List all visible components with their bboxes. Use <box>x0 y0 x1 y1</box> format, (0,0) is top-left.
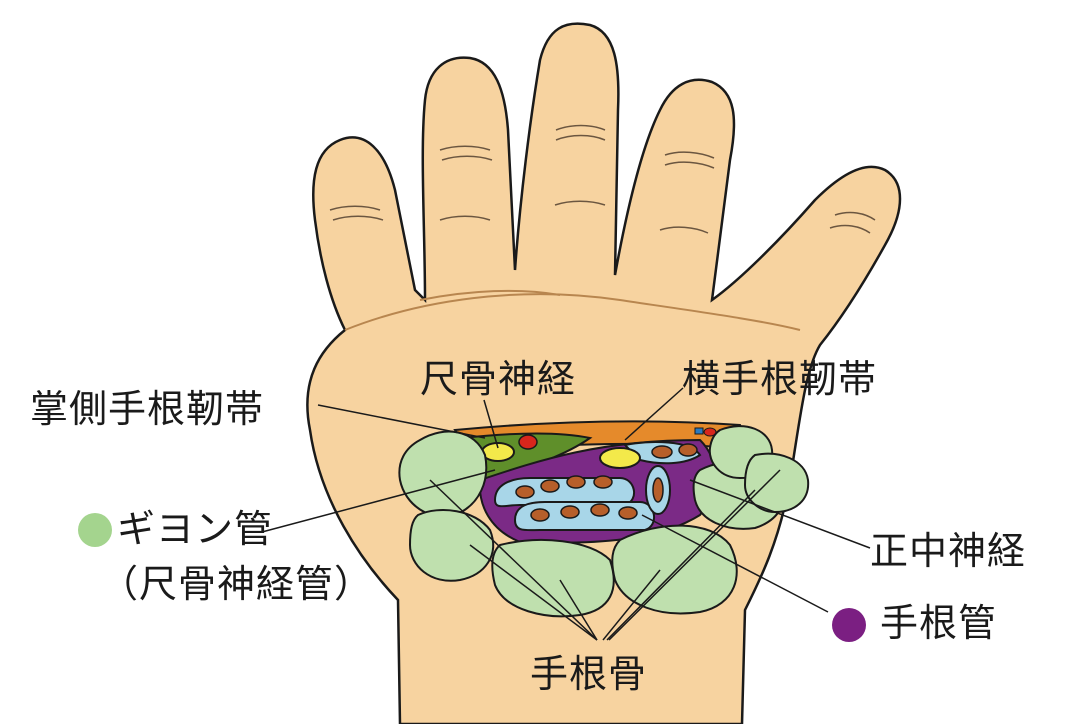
label-median-nerve: 正中神経 <box>870 529 1027 573</box>
label-guyon-canal-alt: （尺骨神経管） <box>100 562 374 606</box>
carpal-tunnel-legend-dot <box>832 608 866 642</box>
cross-section <box>453 420 743 544</box>
median-nerve-shape <box>599 447 641 469</box>
label-transverse-carpal-ligament: 横手根靭帯 <box>682 357 878 401</box>
label-ulnar-nerve: 尺骨神経 <box>420 357 577 401</box>
label-carpal-bones: 手根骨 <box>530 652 648 696</box>
tendons <box>515 443 698 522</box>
label-carpal-tunnel: 手根管 <box>880 601 998 645</box>
finger-creases <box>329 124 876 234</box>
label-volar-carpal-ligament: 掌側手根靭帯 <box>30 387 265 431</box>
palm-creases <box>344 289 801 331</box>
label-guyon-canal: ギヨン管 <box>117 507 274 551</box>
leader-lines <box>261 387 871 641</box>
ulnar-artery-shape <box>518 434 538 450</box>
guyon-canal-legend-dot <box>78 513 112 547</box>
